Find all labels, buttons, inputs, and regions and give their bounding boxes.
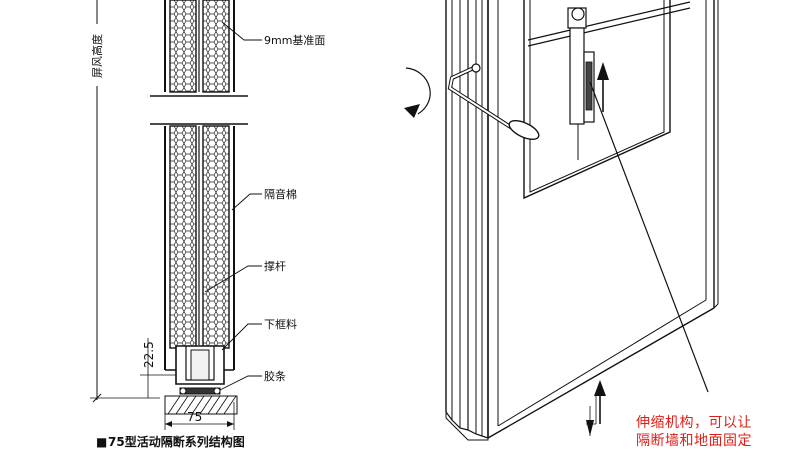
height-dimension bbox=[90, 0, 160, 403]
label-base-surface: 9mm基准面 bbox=[264, 34, 325, 47]
label-brace: 撑杆 bbox=[264, 259, 286, 273]
section-drawing: 屏风高度 bbox=[90, 0, 325, 449]
leaders bbox=[204, 21, 262, 391]
dimension-22-5 bbox=[140, 338, 176, 398]
mechanism-note: 伸缩机构，可以让 隔断墙和地面固定 bbox=[636, 414, 786, 450]
label-rubber-strip: 胶条 bbox=[264, 369, 286, 383]
dim-75-label: 75 bbox=[187, 410, 202, 424]
label-bottom-frame: 下框料 bbox=[264, 317, 297, 331]
panel-section bbox=[150, 0, 248, 415]
note-pointer bbox=[589, 81, 709, 393]
label-sound-insulation: 隔音棉 bbox=[264, 187, 297, 201]
mechanism-note-line-1: 伸缩机构，可以让 bbox=[636, 415, 752, 431]
dimension-75 bbox=[164, 402, 235, 430]
rotate-arrow-icon bbox=[404, 67, 431, 118]
telescopic-mechanism bbox=[527, 1, 691, 160]
dim-22-5-label: 22.5 bbox=[142, 341, 156, 368]
panel-edges bbox=[445, 0, 489, 441]
up-arrow-icon bbox=[597, 62, 609, 112]
vertical-double-arrow-icon bbox=[586, 380, 606, 436]
caption-square: ■ bbox=[96, 435, 107, 449]
mechanism-note-line-2: 隔断墙和地面固定 bbox=[636, 433, 752, 449]
perspective-drawing bbox=[404, 0, 719, 441]
height-label: 屏风高度 bbox=[90, 34, 104, 78]
caption: 75型活动隔断系列结构图 bbox=[108, 434, 245, 449]
panel-face bbox=[487, 0, 719, 439]
handle bbox=[447, 63, 540, 140]
